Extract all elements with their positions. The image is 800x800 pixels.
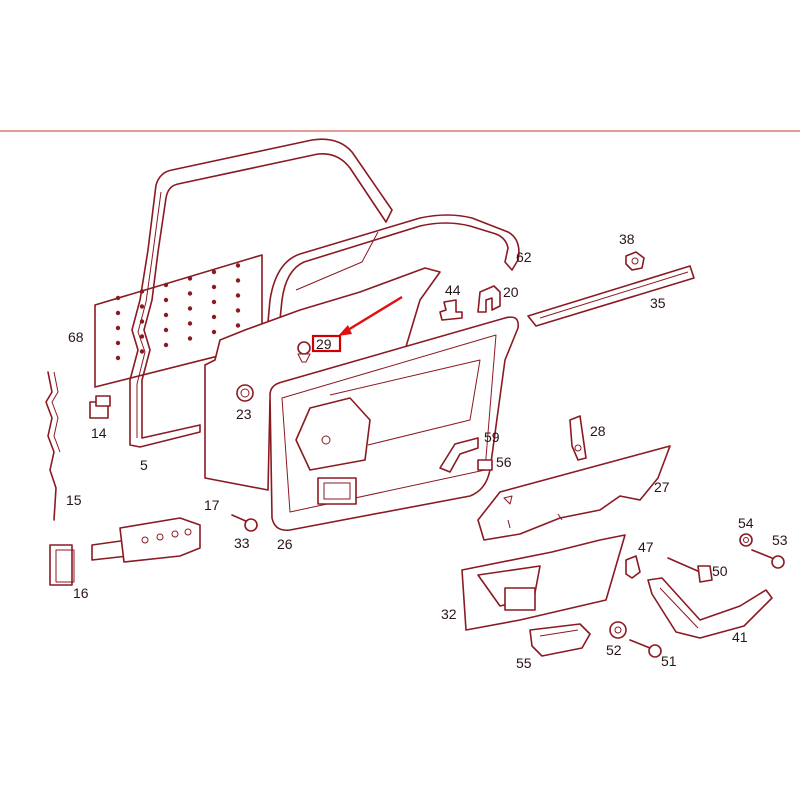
panel-hole	[139, 349, 145, 354]
callout-20: 20	[503, 284, 519, 300]
panel-hole	[115, 340, 121, 346]
part-28-knob	[569, 415, 587, 461]
panel-hole	[163, 282, 169, 288]
callout-55: 55	[516, 655, 532, 671]
callout-53: 53	[772, 532, 788, 548]
part-44-clip	[439, 299, 463, 321]
callout-29: 29	[316, 336, 332, 352]
part-27-upper-trim	[477, 445, 671, 541]
part-38-nut	[625, 251, 645, 271]
callout-14: 14	[91, 425, 107, 441]
callout-32: 32	[441, 606, 457, 622]
panel-hole	[211, 314, 217, 320]
part-54-washer	[739, 533, 753, 547]
panel-hole	[115, 325, 121, 331]
callout-17: 17	[204, 497, 220, 513]
part-56-clip	[477, 459, 493, 471]
panel-hole	[211, 269, 217, 275]
panel-hole	[211, 284, 217, 290]
panel-hole	[187, 291, 193, 296]
callout-50: 50	[712, 563, 728, 579]
part-55-pocket	[529, 623, 591, 657]
part-5-door-seal	[129, 138, 393, 448]
callout-35: 35	[650, 295, 666, 311]
panel-hole	[235, 293, 241, 298]
highlight-arrow	[342, 295, 403, 335]
panel-hole	[163, 312, 169, 318]
panel-hole	[187, 306, 193, 311]
callout-26: 26	[277, 536, 293, 552]
panel-hole	[235, 263, 241, 268]
callout-28: 28	[590, 423, 606, 439]
callout-41: 41	[732, 629, 748, 645]
callout-23: 23	[236, 406, 252, 422]
highlight-box	[311, 334, 342, 353]
panel-hole	[235, 308, 241, 313]
part-53-screw	[751, 549, 785, 569]
part-hinge-assembly	[91, 517, 201, 563]
panel-hole	[163, 297, 169, 303]
panel-hole	[163, 327, 169, 333]
part-26-trim-panel	[269, 316, 520, 532]
panel-hole	[235, 278, 241, 283]
part-17-inner-sheet	[204, 267, 441, 491]
callouts: 68 14 5 15 16 17 23 33 26 29 44 20 62 38…	[66, 231, 788, 671]
part-16-block	[49, 544, 75, 586]
panel-hole	[163, 342, 169, 348]
panel-hole	[211, 329, 217, 335]
panel-hole	[139, 304, 145, 309]
part-41-armrest	[647, 577, 773, 639]
callout-52: 52	[606, 642, 622, 658]
part-51-screw	[629, 639, 662, 658]
panel-hole	[139, 334, 145, 339]
part-23-grommet	[236, 384, 254, 402]
callout-15: 15	[66, 492, 82, 508]
panel-hole	[187, 321, 193, 326]
panel-hole	[211, 299, 217, 305]
part-52-washer	[609, 621, 627, 639]
callout-33: 33	[234, 535, 250, 551]
part-32-lower-trim	[461, 534, 626, 631]
callout-44: 44	[445, 282, 461, 298]
part-33-screw	[231, 514, 258, 532]
panel-hole	[115, 310, 121, 316]
panel-hole	[187, 336, 193, 341]
callout-16: 16	[73, 585, 89, 601]
part-59-handle-bezel	[439, 437, 479, 473]
callout-51: 51	[661, 653, 677, 669]
panel-hole	[187, 276, 193, 281]
callout-47: 47	[638, 539, 654, 555]
part-14-clip	[89, 395, 111, 419]
panel-hole	[115, 355, 121, 361]
panel-hole	[115, 295, 121, 301]
part-15-strip	[45, 371, 57, 521]
part-50-bolt	[667, 557, 713, 583]
panel-hole	[235, 323, 241, 328]
part-62-window-channel	[264, 214, 520, 359]
part-29-clip	[297, 341, 311, 363]
callout-68: 68	[68, 329, 84, 345]
highlight-part-29	[311, 295, 403, 353]
callout-56: 56	[496, 454, 512, 470]
callout-38: 38	[619, 231, 635, 247]
callout-59: 59	[484, 429, 500, 445]
callout-54: 54	[738, 515, 754, 531]
callout-5: 5	[140, 457, 148, 473]
part-47-clip	[625, 555, 641, 579]
part-20-bracket	[477, 285, 501, 313]
callout-62: 62	[516, 249, 532, 265]
callout-27: 27	[654, 479, 670, 495]
